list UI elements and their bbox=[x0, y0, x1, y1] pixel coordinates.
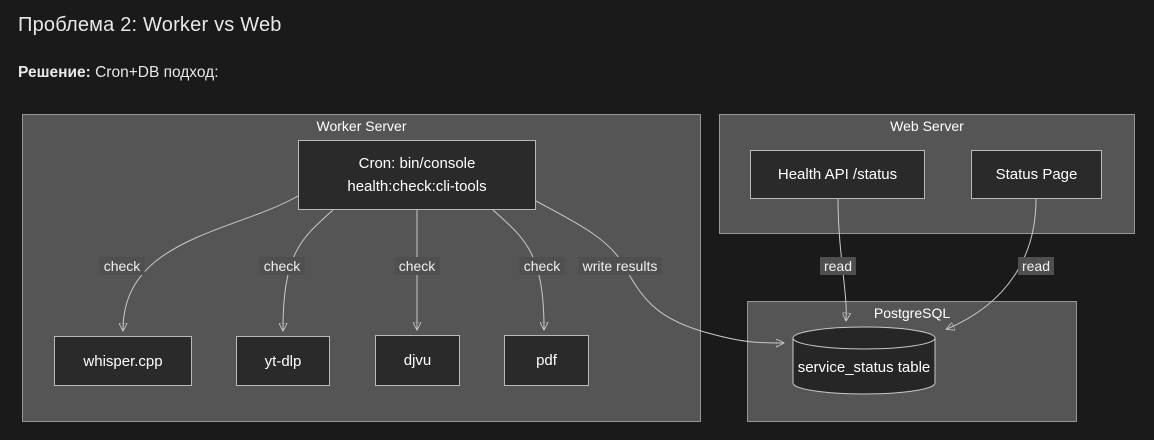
node-pdf: pdf bbox=[504, 335, 589, 386]
node-cron: Cron: bin/console health:check:cli-tools bbox=[298, 140, 536, 210]
edge-label-check-4: check bbox=[519, 257, 565, 275]
solution-label: Решение: bbox=[18, 64, 91, 81]
node-label: Health API /status bbox=[777, 166, 898, 183]
solution-subtitle: Решение: Cron+DB подход: bbox=[18, 64, 219, 82]
database-cylinder-icon bbox=[792, 326, 936, 395]
web-server-title: Web Server bbox=[890, 118, 964, 134]
node-label: yt-dlp bbox=[264, 352, 302, 370]
postgresql-title: PostgreSQL bbox=[873, 305, 951, 321]
cron-line1: Cron: bin/console bbox=[358, 155, 476, 172]
node-service-status-table: service_status table bbox=[797, 359, 931, 376]
cron-line2: health:check:cli-tools bbox=[347, 178, 487, 195]
worker-server-title: Worker Server bbox=[316, 118, 407, 134]
page-title: Проблема 2: Worker vs Web bbox=[18, 14, 282, 36]
edge-label-check-2: check bbox=[259, 257, 305, 275]
node-label: Status Page bbox=[995, 166, 1078, 183]
node-whisper-cpp: whisper.cpp bbox=[54, 336, 192, 386]
node-djvu: djvu bbox=[375, 335, 460, 386]
edge-label-read-2: read bbox=[1017, 257, 1055, 275]
edge-label-write-results: write results bbox=[578, 257, 662, 275]
node-label: djvu bbox=[403, 352, 432, 369]
edge-label-check-1: check bbox=[99, 257, 145, 275]
node-label: whisper.cpp bbox=[83, 352, 163, 370]
edge-label-read-1: read bbox=[819, 257, 857, 275]
node-yt-dlp: yt-dlp bbox=[236, 336, 330, 386]
node-label: pdf bbox=[536, 352, 557, 369]
node-health-api: Health API /status bbox=[750, 150, 925, 199]
edge-label-check-3: check bbox=[394, 257, 440, 275]
solution-text: Cron+DB подход: bbox=[90, 64, 219, 81]
node-status-page: Status Page bbox=[971, 150, 1102, 199]
